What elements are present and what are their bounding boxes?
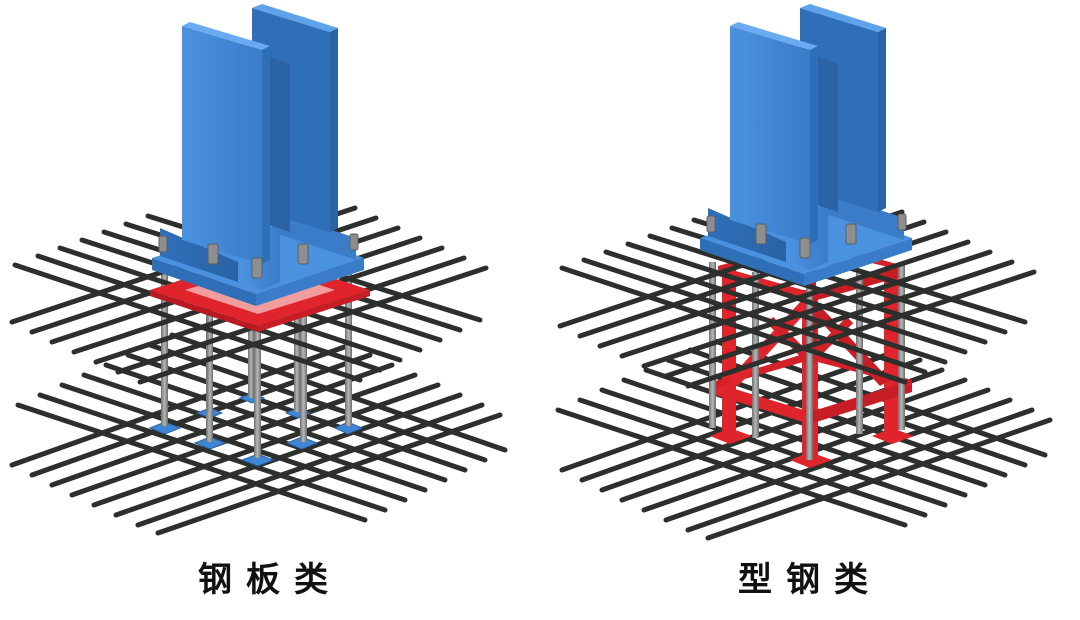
base-plate-nuts [706,213,907,259]
figure-caption: 钢板类 [198,560,342,600]
h-section-column [730,4,886,244]
figure-section-steel-type: 型钢类 [540,0,1080,620]
base-plate-nuts [158,233,359,279]
figure-steel-plate-type: 钢板类 [9,4,508,600]
h-section-column [182,4,338,264]
section-steel-column-base-illustration [555,4,1053,541]
anchor-foot-pads [148,392,364,467]
figure-caption: 型钢类 [738,560,882,600]
steel-plate-column-base-illustration [9,4,508,536]
